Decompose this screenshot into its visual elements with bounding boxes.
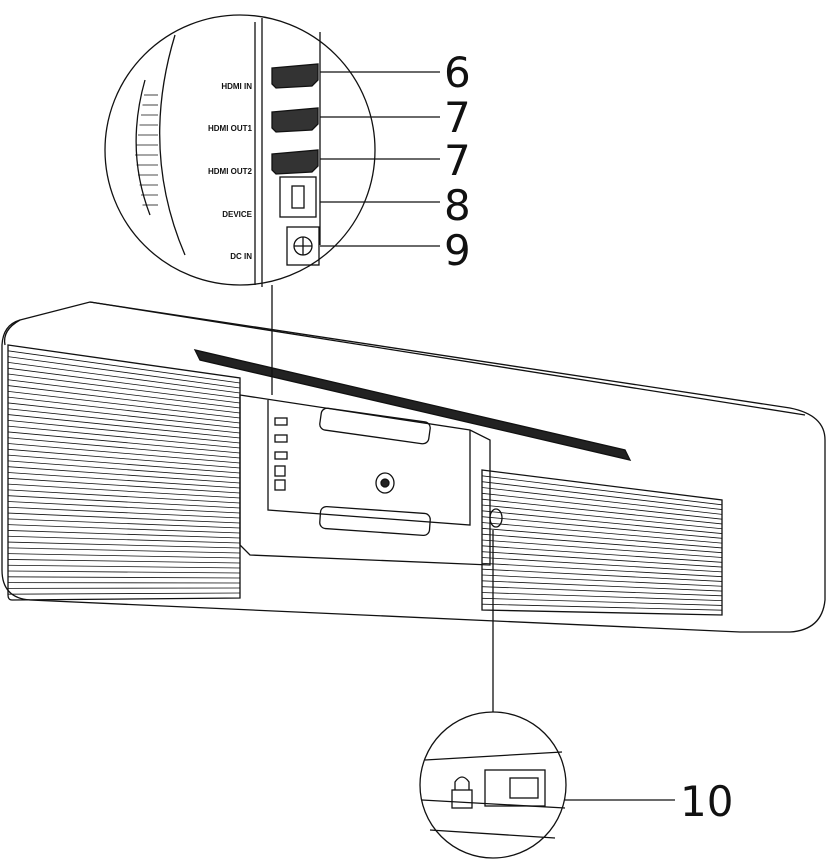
- grille-line: [7, 402, 241, 429]
- grille-line: [7, 530, 241, 539]
- port-labels: HDMI IN HDMI OUT1 HDMI OUT2 DEVICE DC IN: [208, 82, 253, 261]
- mount-slot-bottom: [319, 505, 431, 537]
- grille-line: [481, 492, 723, 520]
- mount-screw: [375, 472, 395, 494]
- grille-line: [7, 570, 241, 574]
- grille-line: [7, 547, 241, 554]
- grille-line: [7, 535, 241, 544]
- port-label-hdmi-out1: HDMI OUT1: [208, 124, 253, 133]
- callout-6: 6: [444, 48, 471, 97]
- grille-line: [481, 592, 723, 602]
- grille-line: [7, 437, 241, 459]
- grille-line: [481, 603, 723, 611]
- grille-line: [481, 568, 723, 582]
- grille-line: [7, 356, 241, 389]
- top-vent-slot: [193, 349, 632, 461]
- grille-line: [7, 414, 241, 439]
- callout-numbers: 6 7 7 8 9 10: [444, 48, 733, 826]
- mount-slot-top: [319, 407, 431, 445]
- grille-line: [7, 495, 241, 509]
- grille-line: [7, 396, 241, 424]
- grille-line: [481, 522, 723, 544]
- grille-line: [7, 564, 241, 569]
- grille-line: [7, 576, 241, 579]
- grille-line: [7, 350, 241, 384]
- grille-line: [481, 586, 723, 597]
- hdmi-in-port: [271, 63, 319, 89]
- port-label-device: DEVICE: [222, 210, 252, 219]
- port-label-dc-in: DC IN: [230, 252, 252, 261]
- callout-10: 10: [680, 777, 733, 826]
- grille-line: [7, 373, 241, 404]
- hdmi-out2-port: [271, 149, 319, 175]
- grille-line: [481, 481, 723, 510]
- grille-line: [7, 559, 241, 564]
- grille-line: [7, 472, 241, 489]
- hdmi-out1-port: [271, 107, 319, 133]
- grille-line: [7, 379, 241, 409]
- grille-line: [7, 489, 241, 504]
- bar-port-column: [274, 417, 288, 491]
- magnifier-ribs: [135, 94, 158, 206]
- grille-line: [481, 580, 723, 592]
- grille-line: [481, 562, 723, 578]
- grille-line: [7, 408, 241, 434]
- grille-line: [481, 545, 723, 563]
- grille-line: [481, 475, 723, 506]
- grille-line: [7, 518, 241, 529]
- grille-line: [7, 361, 241, 394]
- grille-line: [481, 504, 723, 530]
- grille-line: [7, 448, 241, 469]
- grille-line: [7, 443, 241, 464]
- grille-line: [7, 390, 241, 419]
- grille-line: [481, 539, 723, 558]
- grille-line: [7, 483, 241, 499]
- callout-8: 8: [444, 181, 471, 230]
- lock-slot-on-bar: [489, 508, 503, 528]
- lock-icon: [451, 776, 473, 809]
- grille-line: [7, 524, 241, 534]
- soundbar-body: [1, 301, 826, 633]
- grille-line: [7, 512, 241, 524]
- callout-9: 9: [444, 226, 471, 275]
- kensington-lock-slot: [484, 769, 546, 807]
- port-magnifier-circle: [104, 14, 376, 286]
- grille-line: [481, 527, 723, 549]
- grille-line: [7, 460, 241, 479]
- dc-in-port: [286, 226, 320, 266]
- grille-line: [7, 541, 241, 549]
- grille-line: [481, 487, 723, 515]
- port-label-hdmi-out2: HDMI OUT2: [208, 167, 253, 176]
- grille-line: [481, 533, 723, 554]
- grille-line: [7, 553, 241, 559]
- callout-7a: 7: [444, 93, 471, 142]
- grille-line: [7, 385, 241, 414]
- left-grille-lines: [7, 350, 241, 595]
- left-speaker-grille: [7, 344, 241, 601]
- grille-line: [7, 425, 241, 449]
- grille-line: [7, 419, 241, 444]
- grille-line: [481, 551, 723, 568]
- grille-line: [481, 574, 723, 587]
- port-label-hdmi-in: HDMI IN: [221, 82, 252, 91]
- grille-line: [7, 431, 241, 454]
- grille-line: [7, 592, 241, 595]
- grille-line: [481, 510, 723, 534]
- right-grille-lines: [481, 475, 723, 611]
- grille-line: [481, 597, 723, 606]
- grille-line: [7, 367, 241, 399]
- grille-line: [7, 501, 241, 514]
- callout-7b: 7: [444, 136, 471, 185]
- grille-line: [7, 506, 241, 519]
- grille-line: [7, 454, 241, 474]
- grille-line: [481, 516, 723, 539]
- grille-line: [481, 557, 723, 573]
- grille-line: [481, 498, 723, 525]
- usb-device-port: [279, 176, 317, 218]
- grille-line: [7, 466, 241, 484]
- lock-magnifier-circle: [419, 711, 567, 859]
- grille-line: [7, 477, 241, 494]
